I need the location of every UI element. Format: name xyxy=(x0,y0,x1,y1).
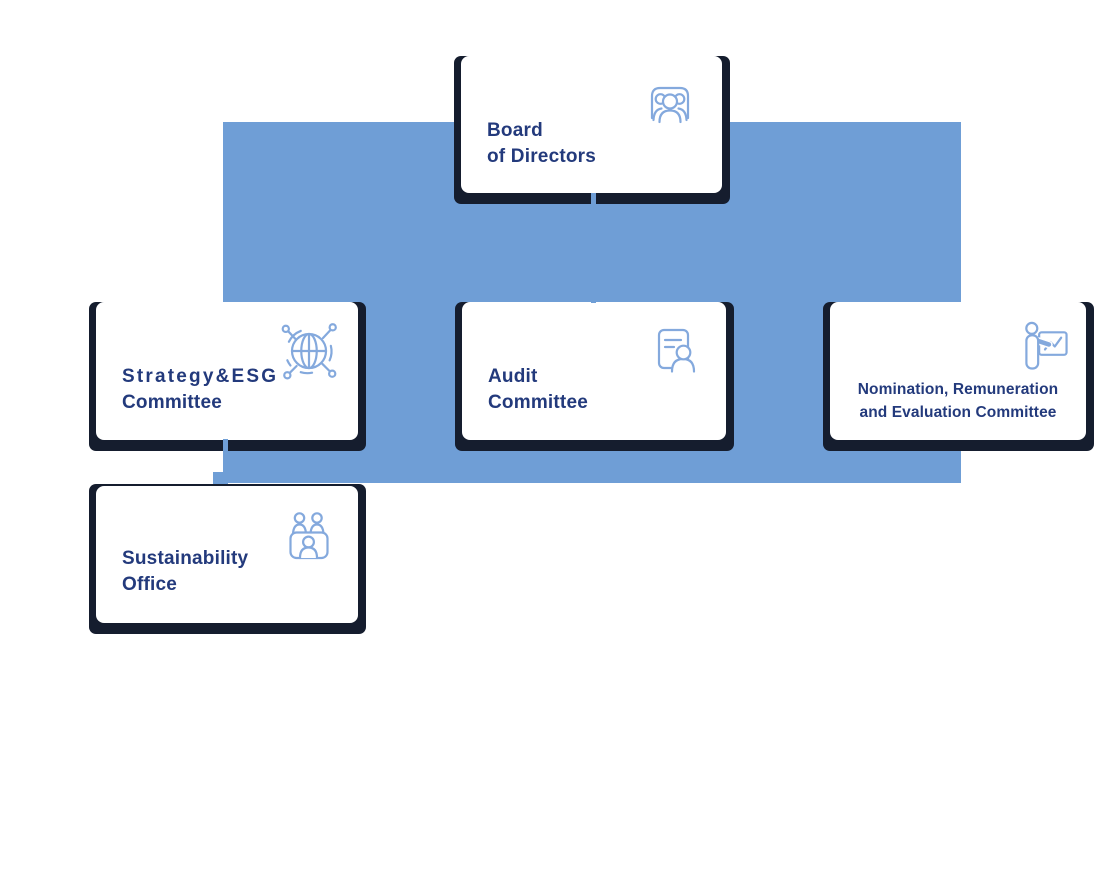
node-title: Nomination, Remuneration and Evaluation … xyxy=(830,378,1086,424)
panel-meeting-icon xyxy=(286,509,332,561)
node-title-line2: Committee xyxy=(122,392,222,413)
presenter-whiteboard-icon xyxy=(1022,321,1069,371)
node-title-line1: Audit xyxy=(488,366,538,387)
node-title-line1: Nomination, Remuneration xyxy=(857,381,1059,398)
node-title-line2: of Directors xyxy=(487,146,597,167)
node-title: Sustainability Office xyxy=(122,546,248,598)
node-card-strategy: Strategy&ESG Committee xyxy=(89,302,366,451)
node-card-nomination: Nomination, Remuneration and Evaluation … xyxy=(823,302,1094,451)
connector-audit-stub xyxy=(591,297,596,303)
globe-network-icon xyxy=(276,317,342,383)
node-title-line2: and Evaluation Committee xyxy=(859,404,1057,421)
node-title-line1: Board xyxy=(487,120,543,141)
node-title-line1: Strategy&ESG xyxy=(122,366,279,387)
node-title: Strategy&ESG Committee xyxy=(122,364,278,416)
node-title: Audit Committee xyxy=(488,364,588,416)
node-title-line1: Sustainability xyxy=(122,548,249,569)
connector-band-foot xyxy=(213,472,228,486)
connector-board-stub xyxy=(591,193,596,204)
node-card-board: Board of Directors xyxy=(454,56,730,204)
audience-group-icon xyxy=(646,82,694,124)
document-person-icon xyxy=(652,325,700,373)
node-card-audit: Audit Committee xyxy=(455,302,734,451)
node-card-sustainability: Sustainability Office xyxy=(89,484,366,634)
node-title: Board of Directors xyxy=(487,118,596,170)
node-title-line2: Office xyxy=(122,574,178,595)
node-title-line2: Committee xyxy=(488,392,588,413)
connector-strategy-stub xyxy=(223,439,228,452)
